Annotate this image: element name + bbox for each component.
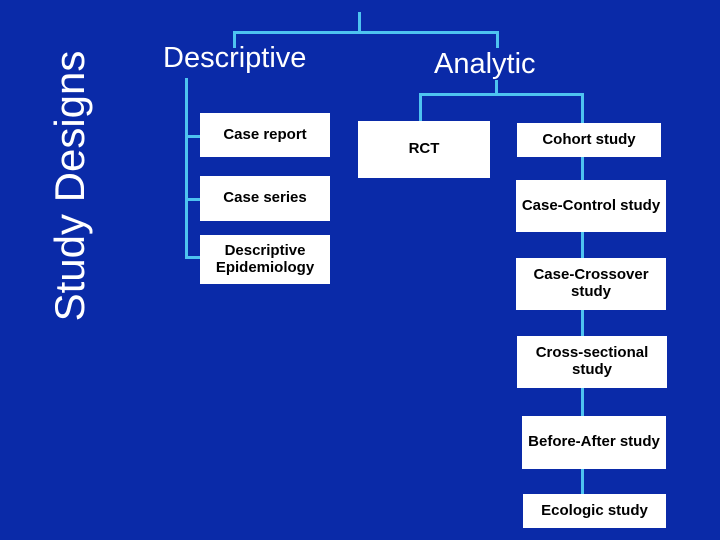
heading-descriptive: Descriptive [163,42,307,74]
node-case-crossover-study[interactable]: Case-Crossover study [516,258,666,310]
descriptive-stub-connector-2 [185,198,201,201]
node-case-control-study[interactable]: Case-Control study [516,180,666,232]
node-cohort-study[interactable]: Cohort study [517,123,661,157]
descriptive-stub-connector-1 [185,135,201,138]
root-stem-connector [358,12,361,33]
descriptive-spine-connector [185,78,188,258]
observational-spine-connector-4 [581,388,584,418]
heading-analytic: Analytic [434,48,536,80]
root-horizontal-connector [233,31,499,34]
analytic-left-drop-connector [419,93,422,121]
node-case-report[interactable]: Case report [200,113,330,157]
node-case-series[interactable]: Case series [200,176,330,221]
observational-spine-connector-5 [581,468,584,495]
observational-spine-connector-3 [581,309,584,337]
root-right-drop-connector [496,31,499,48]
descriptive-stub-connector-3 [185,256,201,259]
node-before-after-study[interactable]: Before-After study [522,416,666,469]
node-cross-sectional-study[interactable]: Cross-sectional study [517,336,667,388]
observational-spine-connector-1 [581,155,584,183]
observational-spine-connector-2 [581,231,584,260]
side-title-study-designs: Study Designs [46,50,93,322]
analytic-stem-connector [495,80,498,95]
node-descriptive-epidemiology[interactable]: Descriptive Epidemiology [200,235,330,284]
analytic-horizontal-connector [419,93,583,96]
analytic-right-drop-connector [581,93,584,126]
node-rct[interactable]: RCT [358,121,490,178]
node-ecologic-study[interactable]: Ecologic study [523,494,666,528]
root-left-drop-connector [233,31,236,48]
